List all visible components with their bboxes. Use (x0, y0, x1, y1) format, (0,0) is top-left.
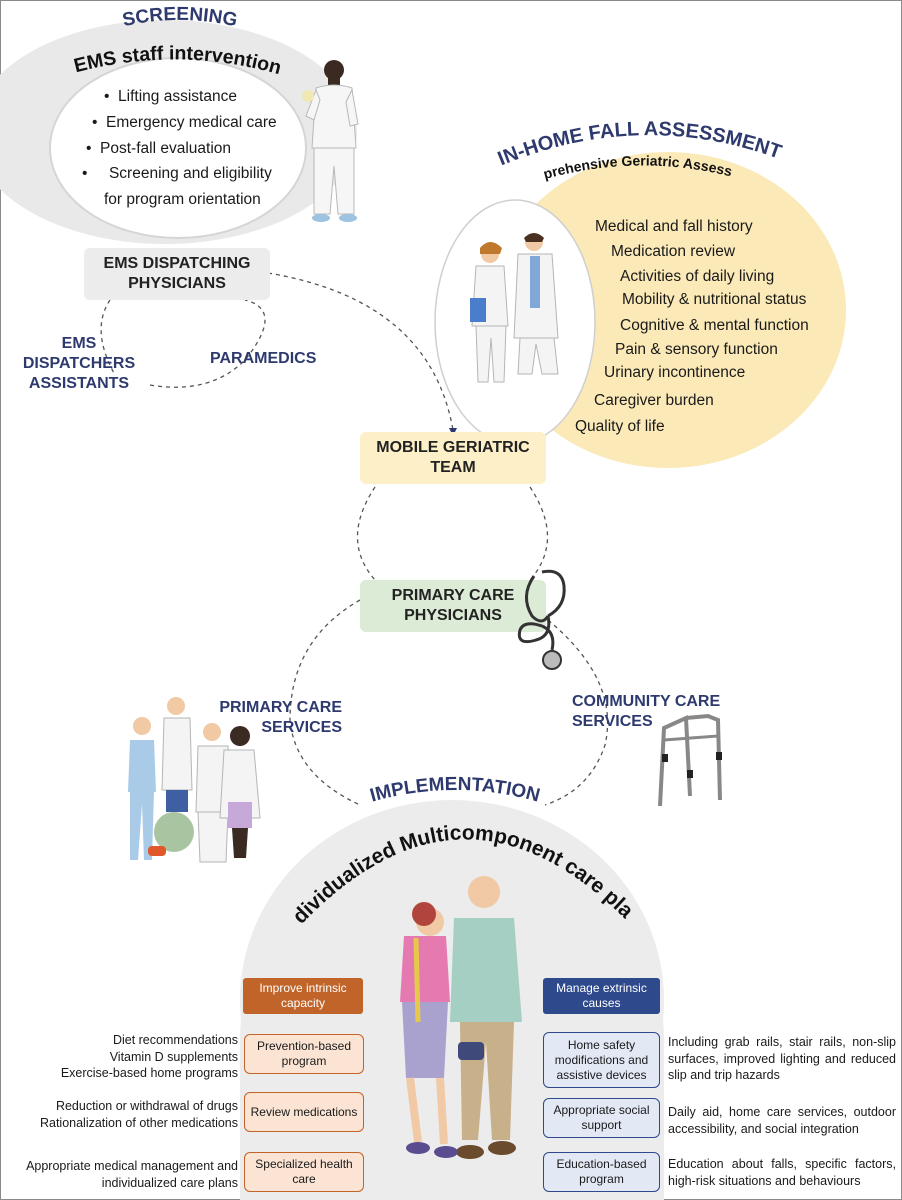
ems-dispatching-box: EMS DISPATCHING PHYSICIANS (84, 248, 270, 300)
dispatch-to-team-arrow (267, 272, 454, 431)
social-support-box: Appropriate social support (543, 1098, 660, 1138)
walker-icon (658, 713, 722, 807)
assessment-item: Activities of daily living (620, 268, 775, 285)
education-program-box: Education-based program (543, 1152, 660, 1192)
ems-heading: EMS staff intervention (72, 42, 284, 79)
primary-care-physicians-box: PRIMARY CARE PHYSICIANS (360, 580, 546, 632)
screening-inner-ellipse (49, 57, 307, 239)
ems-assistants-label: EMS DISPATCHERS ASSISTANTS (22, 335, 136, 392)
ems-bullet-item: for program orientation (104, 191, 261, 209)
intrinsic-row-text: Diet recommendations Vitamin D supplemen… (60, 1033, 238, 1080)
ems-staff-figure (302, 60, 359, 222)
ems-bullet-item: • Post-fall evaluation (86, 139, 232, 157)
mobile-geriatric-team-box: MOBILE GERIATRIC TEAM (360, 432, 546, 484)
elderly-couple-figure (400, 876, 522, 1159)
assessment-item: Mobility & nutritional status (622, 291, 807, 308)
assessment-item: Cognitive & mental function (620, 317, 809, 334)
screening-title: SCREENING (121, 4, 239, 31)
care-team-figure (128, 697, 261, 863)
ems-bullet-item: • Screening and eligibility (82, 165, 272, 183)
ems-bullet-item: • Lifting assistance (104, 88, 237, 105)
svg-text:IMPLEMENTATION: IMPLEMENTATION (368, 774, 542, 807)
svg-text:Comprehensive Geriatric Assess: Comprehensive Geriatric Assessment (544, 150, 734, 182)
assessment-title: IN-HOME FALL ASSESSMENT (495, 118, 785, 170)
care-cycle-left (289, 599, 361, 806)
ems-bullet-list: • Lifting assistance • Emergency medical… (82, 84, 277, 213)
assessment-item: Quality of life (575, 418, 665, 435)
ems-bullet-item: • Emergency medical care (92, 113, 277, 131)
svg-text:SCREENING: SCREENING (121, 4, 239, 31)
team-cycle-left (356, 486, 376, 581)
assessment-subtitle: Comprehensive Geriatric Assessment (544, 150, 734, 182)
intrinsic-row-text: Reduction or withdrawal of drugs Rationa… (39, 1099, 238, 1130)
intrinsic-row-text: Appropriate medical management and indiv… (26, 1159, 238, 1190)
extrinsic-row-text: Daily aid, home care services, outdoor a… (668, 1105, 896, 1136)
community-care-services-label: COMMUNITY CARE SERVICES (572, 693, 721, 730)
prevention-program-box: Prevention-based program (244, 1034, 364, 1074)
assessment-item: Medical and fall history (595, 218, 753, 235)
dispatch-cycle-left (100, 299, 116, 376)
extrinsic-row-text: Education about falls, specific factors,… (668, 1157, 896, 1188)
svg-text:EMS staff intervention: EMS staff intervention (72, 42, 284, 79)
assessment-item: Pain & sensory function (615, 341, 778, 358)
care-cycle-right (544, 619, 609, 806)
specialized-care-box: Specialized health care (244, 1152, 364, 1192)
review-medications-box: Review medications (244, 1092, 364, 1132)
intrinsic-capacity-header: Improve intrinsic capacity (243, 978, 363, 1014)
assessment-item: Medication review (611, 243, 736, 260)
extrinsic-causes-header: Manage extrinsic causes (543, 978, 660, 1014)
paramedics-label: PARAMEDICS (210, 350, 317, 367)
dispatch-cycle-right (149, 299, 266, 388)
implementation-title: IMPLEMENTATION (368, 774, 542, 807)
doctors-figure (470, 233, 559, 383)
home-safety-box: Home safety modifications and assistive … (543, 1032, 660, 1088)
extrinsic-row-text: Including grab rails, stair rails, non-s… (668, 1035, 896, 1082)
assessment-item: Caregiver burden (594, 392, 714, 409)
assessment-item: Urinary incontinence (604, 364, 746, 381)
care-plan-heading: Individualized Multicomponent care plan (280, 808, 638, 928)
primary-care-services-label: PRIMARY CARE SERVICES (219, 699, 342, 736)
stethoscope-icon (517, 569, 566, 670)
team-cycle-right (529, 486, 549, 581)
